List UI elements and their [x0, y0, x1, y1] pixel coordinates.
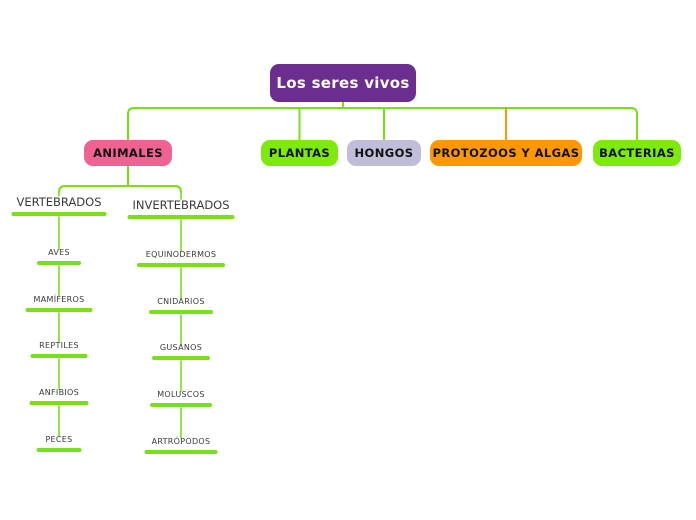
node-hongos-label: HONGOS [354, 146, 414, 160]
node-aves[interactable]: AVES [37, 248, 81, 265]
node-moluscos-label: MOLUSCOS [157, 390, 205, 399]
node-plantas-label: PLANTAS [268, 146, 331, 160]
node-anfibios[interactable]: ANFIBIOS [29, 388, 89, 405]
node-aves-label: AVES [48, 248, 70, 257]
node-vertebrados[interactable]: VERTEBRADOS [11, 195, 107, 216]
node-mamiferos[interactable]: MAMÍFEROS [25, 295, 93, 312]
node-moluscos[interactable]: MOLUSCOS [150, 390, 212, 407]
node-peces[interactable]: PECES [36, 435, 82, 452]
node-vertebrados-underline [11, 211, 107, 216]
node-cnidarios-label: CNIDARIOS [157, 297, 205, 306]
node-bacterias[interactable]: BACTERIAS [593, 140, 681, 166]
node-reptiles-underline [30, 353, 88, 358]
node-anfibios-label: ANFIBIOS [38, 388, 80, 397]
node-moluscos-underline [150, 402, 212, 407]
node-plantas[interactable]: PLANTAS [261, 140, 338, 166]
node-invertebrados-underline [127, 214, 235, 219]
node-peces-underline [36, 447, 82, 452]
node-peces-label: PECES [45, 435, 73, 444]
node-equinodermos-underline [137, 262, 225, 267]
node-equinodermos[interactable]: EQUINODERMOS [137, 250, 225, 267]
node-hongos[interactable]: HONGOS [347, 140, 421, 166]
node-gusanos-label: GUSANOS [159, 343, 203, 352]
node-reptiles-label: REPTILES [39, 341, 79, 350]
root-node-los-seres-vivos[interactable]: Los seres vivos [270, 64, 416, 102]
node-animales[interactable]: ANIMALES [84, 140, 172, 166]
node-artropodos-underline [144, 449, 218, 454]
node-artropodos[interactable]: ARTRÓPODOS [144, 437, 218, 454]
node-protozoos-label: PROTOZOOS Y ALGAS [432, 146, 580, 160]
node-invertebrados[interactable]: INVERTEBRADOS [127, 198, 235, 219]
node-gusanos-underline [152, 355, 210, 360]
node-aves-underline [37, 260, 81, 265]
node-reptiles[interactable]: REPTILES [30, 341, 88, 358]
node-anfibios-underline [29, 400, 89, 405]
node-vertebrados-label: VERTEBRADOS [16, 195, 102, 209]
node-artropodos-label: ARTRÓPODOS [151, 437, 211, 446]
node-mamiferos-underline [25, 307, 93, 312]
node-bacterias-label: BACTERIAS [599, 146, 675, 160]
node-cnidarios-underline [149, 309, 213, 314]
node-invertebrados-label: INVERTEBRADOS [132, 198, 230, 212]
node-protozoos[interactable]: PROTOZOOS Y ALGAS [430, 140, 582, 166]
node-mamiferos-label: MAMÍFEROS [33, 295, 85, 304]
node-cnidarios[interactable]: CNIDARIOS [149, 297, 213, 314]
node-animales-label: ANIMALES [93, 146, 163, 160]
node-gusanos[interactable]: GUSANOS [152, 343, 210, 360]
root-node-label: Los seres vivos [276, 74, 410, 92]
node-equinodermos-label: EQUINODERMOS [145, 250, 217, 259]
